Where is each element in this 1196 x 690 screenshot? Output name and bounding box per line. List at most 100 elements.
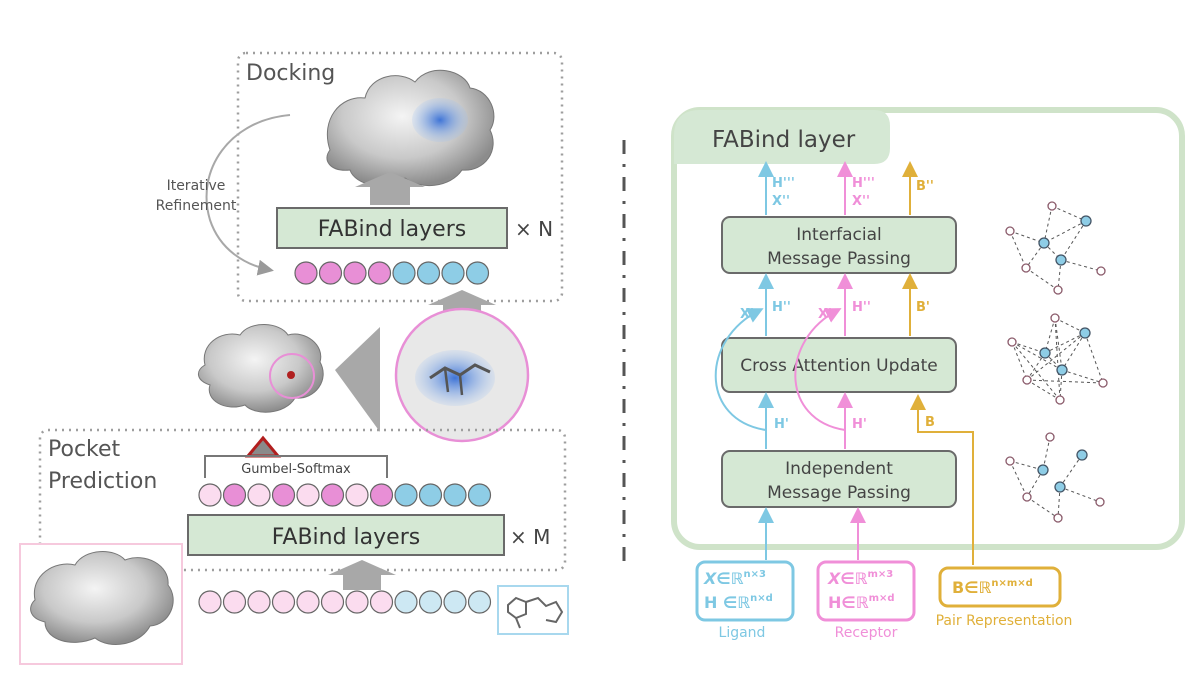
graph-node	[1039, 347, 1051, 359]
graph-edge	[1061, 332, 1086, 371]
token-circle	[367, 261, 392, 285]
pair-b-symbol: B∈ℝn×m×d	[952, 578, 1033, 597]
token-circle	[443, 590, 467, 614]
token-circle	[222, 483, 247, 507]
refinement-label: Refinement	[156, 198, 237, 214]
graph-node	[1098, 378, 1108, 388]
graph-edge	[1060, 220, 1087, 261]
graph-edge	[1026, 379, 1104, 384]
selection-triangle	[244, 435, 282, 458]
fabind-layer-frame	[671, 107, 1185, 550]
iterative-label: Iterative	[167, 178, 226, 194]
graph-node	[1047, 201, 1057, 211]
graph-node	[1076, 449, 1088, 461]
token-circle	[198, 483, 222, 507]
graph-edge	[1011, 341, 1063, 371]
graph-edge	[1009, 230, 1045, 244]
right-panel: FABind layer Interfacial Message Passing…	[671, 107, 1185, 641]
token-circle	[271, 590, 296, 614]
graph-edge	[1011, 341, 1061, 401]
ligand-image-frame	[497, 585, 569, 635]
token-circle	[369, 483, 394, 507]
graph-node	[1038, 237, 1050, 249]
ligand-h1-label: H'	[774, 417, 789, 432]
graph-node	[1095, 497, 1105, 507]
graph-node	[1022, 492, 1032, 502]
token-circle	[443, 483, 467, 507]
token-circle	[320, 590, 345, 614]
pocket-zoom-image	[394, 307, 530, 443]
receptor-protein-image	[30, 551, 174, 645]
token-circle	[198, 590, 222, 614]
graph-edge	[1057, 259, 1062, 291]
docking-token-row	[294, 261, 490, 285]
graph-node	[1053, 513, 1063, 523]
receptor-h-symbol: H∈ℝm×d	[828, 593, 895, 612]
token-circle	[441, 261, 465, 285]
fabind-layers-top	[276, 207, 508, 249]
receptor-x-symbol: X∈ℝm×3	[827, 569, 893, 588]
pair-b1-label: B'	[916, 300, 930, 315]
graph-node	[1056, 364, 1068, 376]
receptor-h1-label: H'	[852, 417, 867, 432]
graph-edge	[1009, 460, 1028, 498]
iterative-refinement-arrow	[205, 114, 291, 276]
graph-node	[1053, 285, 1063, 295]
graph-edge	[1025, 267, 1059, 291]
pair-b-label: B	[925, 415, 935, 430]
token-circle	[418, 590, 443, 614]
docking-title: Docking	[246, 61, 335, 86]
interfacial-graph	[1005, 201, 1106, 295]
receptor-h3-label: H'''	[852, 176, 875, 191]
graph-edge	[1026, 496, 1059, 519]
ligand-h2-label: H''	[772, 300, 791, 315]
token-circle	[394, 483, 418, 507]
graph-edge	[1054, 317, 1061, 401]
graph-edge	[1051, 205, 1087, 222]
receptor-input-box	[816, 560, 916, 622]
graph-node	[1005, 456, 1015, 466]
interfacial-label-2: Message Passing	[767, 249, 911, 269]
graph-edge	[1009, 230, 1027, 269]
graph-node	[1080, 215, 1092, 227]
pair-b2-label: B''	[916, 179, 934, 194]
fabind-layers-top-label: FABind layers	[318, 217, 466, 242]
zoom-wedge	[335, 327, 380, 432]
gumbel-bracket	[204, 455, 388, 478]
graph-edge	[1026, 379, 1061, 401]
graph-edge	[1043, 205, 1053, 244]
docking-box	[236, 51, 564, 303]
graph-edge	[1044, 332, 1086, 354]
graph-edge	[1054, 317, 1063, 371]
token-circle	[394, 590, 418, 614]
gumbel-softmax-label: Gumbel-Softmax	[241, 462, 351, 477]
graph-node	[1096, 266, 1106, 276]
graph-node	[1005, 226, 1015, 236]
graph-edge	[1057, 486, 1061, 519]
pocket-label: Pocket	[48, 437, 121, 462]
token-circle	[343, 261, 367, 285]
ligand-label: Ligand	[719, 625, 766, 641]
token-circle	[418, 483, 443, 507]
graph-node	[1037, 464, 1049, 476]
ligand-x2-label: X''	[772, 194, 790, 209]
left-panel: Docking FABind layers × N Iterative Refi…	[19, 51, 569, 665]
receptor-x2-label: X''	[852, 194, 870, 209]
ligand-input-box	[695, 560, 795, 622]
pocket-protein-image	[198, 324, 324, 413]
graph-node	[1054, 481, 1066, 493]
graph-node	[1050, 313, 1060, 323]
pair-representation-label: Pair Representation	[936, 613, 1073, 629]
token-circle	[247, 483, 271, 507]
graph-node	[1079, 327, 1091, 339]
ligand-x1-label: X'	[740, 307, 754, 322]
ligand-h3-label: H'''	[772, 176, 795, 191]
token-circle	[296, 590, 320, 614]
token-circle	[345, 483, 369, 507]
receptor-label: Receptor	[835, 625, 898, 641]
token-circle	[318, 261, 343, 285]
token-circle	[369, 590, 394, 614]
token-circle	[416, 261, 441, 285]
graph-edge	[1059, 369, 1063, 401]
